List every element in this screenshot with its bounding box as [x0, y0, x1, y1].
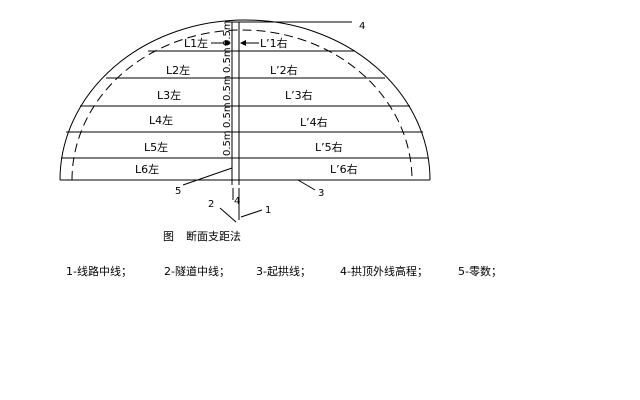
row-label-left-5: L5左: [144, 141, 168, 154]
legend-item-4: 4-拱顶外线高程；: [340, 264, 428, 278]
row-label-left-1: L1左: [184, 37, 208, 50]
row-label-left-3: L3左: [157, 89, 181, 102]
spacing-label-5: 0.5m: [222, 130, 233, 156]
row-label-right-1: L’1右: [260, 36, 288, 50]
row-label-right-6: L’6右: [330, 162, 358, 176]
callout-2: 2: [208, 199, 214, 210]
figure-title: 断面支距法: [186, 229, 241, 243]
callout-1: 1: [265, 205, 271, 216]
legend-item-2: 2-隧道中线；: [164, 264, 230, 278]
legend-item-3: 3-起拱线；: [256, 264, 311, 278]
row-label-left-6: L6左: [135, 163, 159, 176]
callout-4-bottom: 4: [234, 196, 240, 207]
leader-3: [297, 179, 316, 191]
leader-2: [219, 207, 237, 223]
figure-marker: 图: [163, 230, 174, 243]
callout-5: 5: [175, 186, 181, 197]
inner-arch-dashed: [71, 29, 413, 181]
row-label-right-2: L’2右: [270, 63, 298, 77]
row-label-right-4: L’4右: [300, 115, 328, 129]
spacing-label-1: 0.5m: [222, 20, 233, 46]
legend-item-5: 5-零数；: [458, 265, 502, 278]
row-label-left-2: L2左: [166, 64, 190, 77]
spacing-label-2: 0.5m: [222, 47, 233, 73]
legend-item-1: 1-线路中线；: [66, 264, 132, 278]
leader-1: [240, 209, 263, 218]
callout-4-top: 4: [359, 21, 365, 32]
callout-3: 3: [318, 188, 324, 199]
arrowhead: [225, 40, 231, 46]
row-label-right-5: L’5右: [315, 140, 343, 154]
spacing-label-4: 0.5m: [222, 102, 233, 128]
row-label-left-4: L4左: [149, 114, 173, 127]
row-label-right-3: L’3右: [285, 88, 313, 102]
spacing-label-3: 0.5m: [222, 75, 233, 101]
arrowhead: [240, 40, 246, 46]
leader-5: [182, 167, 233, 186]
